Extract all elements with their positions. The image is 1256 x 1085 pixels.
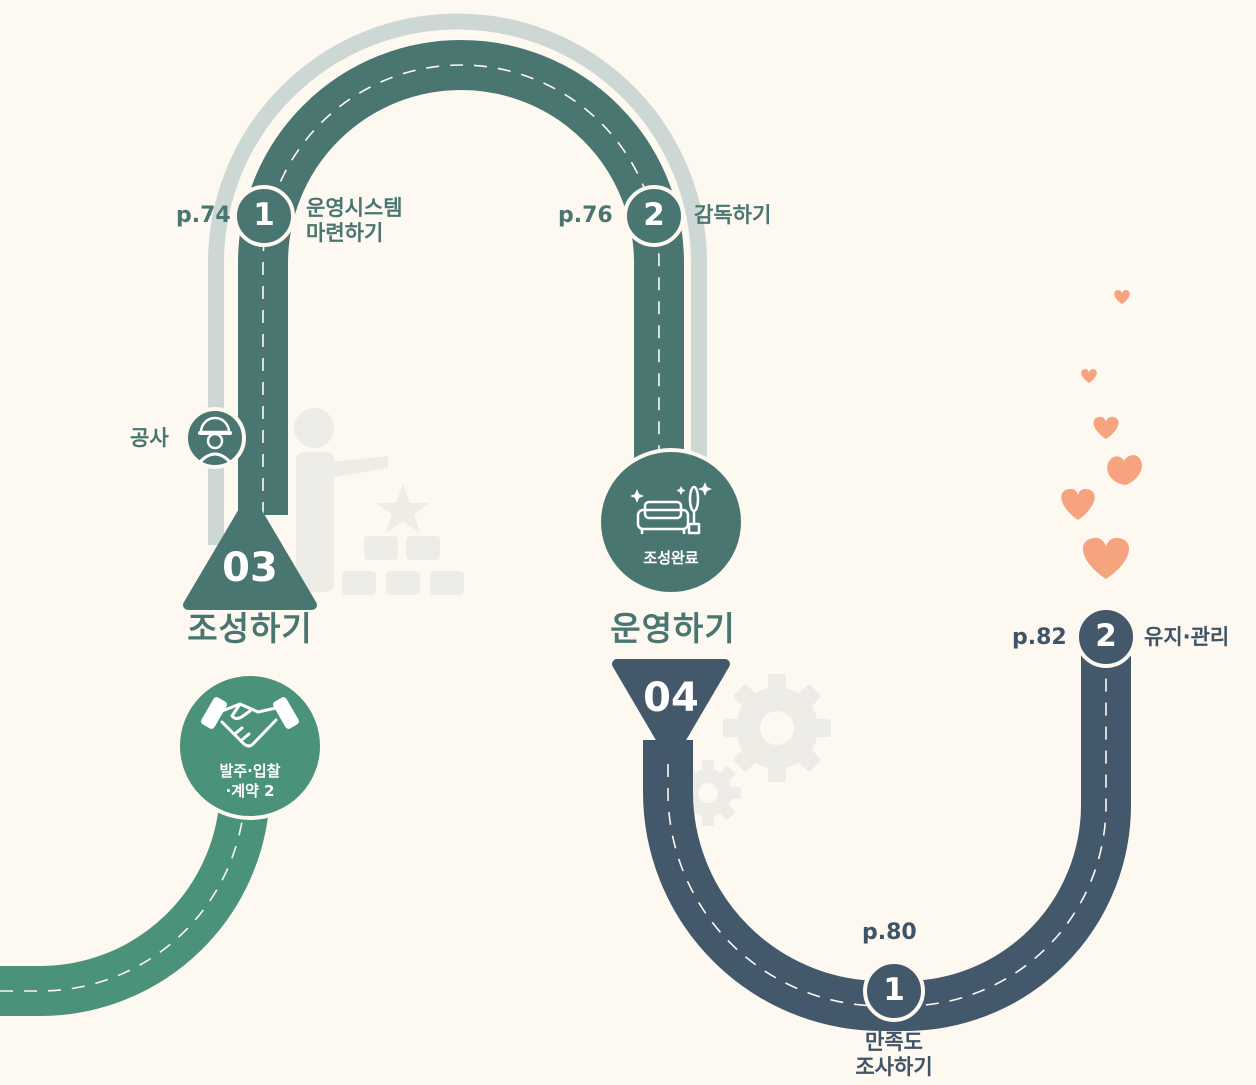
construction-label: 공사 (130, 426, 169, 450)
stage04-marker (612, 659, 730, 761)
step-number-03-2: 2 (643, 197, 665, 233)
sofa-lamp-icon (630, 482, 712, 535)
step-label-03-2: 감독하기 (694, 203, 772, 227)
handshake-icon (201, 697, 299, 748)
completion-label: 조성완료 (643, 549, 699, 567)
step-circle-04-2 (1075, 606, 1137, 668)
step-label-03-1: 운영시스템 마련하기 (306, 196, 403, 246)
step-label-04-1: 만족도 조사하기 (855, 1030, 933, 1080)
step-circle-04-1 (863, 960, 925, 1022)
stage04-number: 04 (643, 675, 699, 721)
step-circle-03-1 (233, 185, 295, 247)
star-decoration (376, 484, 430, 533)
road-stage03 (238, 40, 684, 515)
presenter-figure-decoration (294, 408, 464, 595)
stage03-title: 조성하기 (187, 609, 313, 648)
step-number-04-2: 2 (1095, 618, 1117, 654)
heart-decorations (1061, 290, 1142, 579)
stage04-title: 운영하기 (610, 609, 736, 648)
page-ref-04-1: p.80 (862, 920, 917, 945)
stage03-number: 03 (222, 545, 278, 591)
road-stage04 (643, 637, 1131, 1031)
step-circle-03-2 (623, 185, 685, 247)
page-ref-03-1: p.74 (176, 203, 231, 228)
page-ref-03-2: p.76 (558, 203, 613, 228)
step-label-04-2: 유지·관리 (1144, 625, 1230, 649)
step-number-04-1: 1 (883, 972, 905, 1008)
road-stage02-connector (0, 789, 270, 1016)
contract-label: 발주·입찰 ·계약 2 (219, 762, 281, 801)
step-number-03-1: 1 (253, 197, 275, 233)
contract-circle (176, 672, 324, 820)
page-ref-04-2: p.82 (1012, 625, 1067, 650)
completion-circle (597, 448, 745, 596)
worker-helmet-icon (184, 407, 246, 469)
stage03-marker (183, 495, 317, 610)
road-shadow (208, 13, 707, 545)
